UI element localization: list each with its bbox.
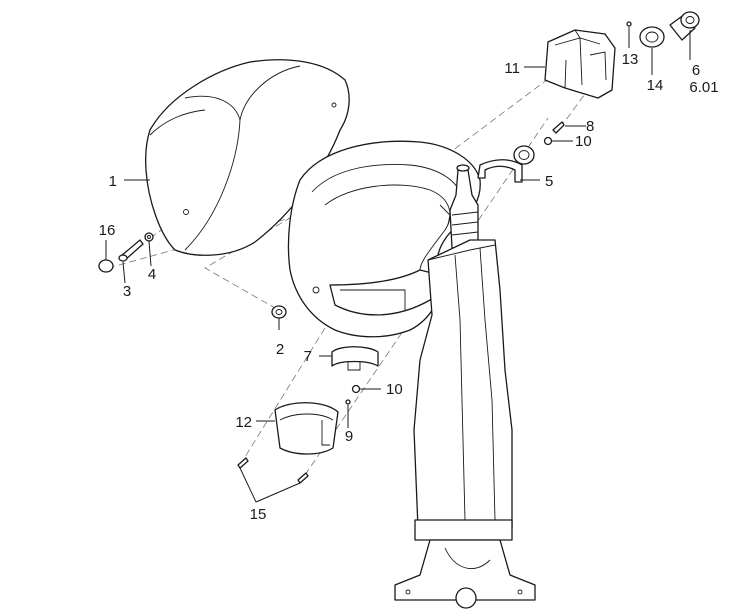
callout-6: 6 bbox=[692, 62, 700, 79]
part-6-fitting bbox=[669, 11, 700, 41]
callout-13: 13 bbox=[622, 51, 639, 68]
callout-16: 16 bbox=[99, 222, 116, 239]
callout-7: 7 bbox=[304, 348, 312, 365]
part-12-guard bbox=[274, 402, 339, 455]
part-3-screw bbox=[118, 239, 144, 262]
part-7-clamp bbox=[331, 346, 379, 371]
callout-8: 8 bbox=[586, 118, 594, 135]
callout-11: 11 bbox=[504, 60, 520, 77]
callout-1: 1 bbox=[109, 173, 117, 190]
part-5-bracket bbox=[477, 145, 535, 183]
pedestal-column bbox=[413, 239, 513, 541]
part-10-nut-upper bbox=[543, 136, 553, 146]
part-11-housing bbox=[544, 29, 616, 99]
callout-4: 4 bbox=[148, 266, 156, 283]
part-16-cap bbox=[98, 259, 114, 273]
leader-lines bbox=[105, 27, 691, 503]
callout-9: 9 bbox=[345, 428, 353, 445]
part-10-nut-lower bbox=[351, 384, 361, 394]
callout-6-01: 6.01 bbox=[689, 79, 718, 96]
part-8-screw bbox=[552, 121, 565, 134]
callout-5: 5 bbox=[545, 173, 553, 190]
callout-3: 3 bbox=[123, 283, 131, 300]
part-2-grommet bbox=[271, 305, 287, 319]
part-13-pin bbox=[626, 21, 632, 27]
part-9-washer bbox=[345, 399, 351, 405]
callout-14: 14 bbox=[647, 77, 664, 94]
callout-10-upper: 10 bbox=[575, 133, 592, 150]
base-foot bbox=[394, 539, 536, 609]
callout-labels: 1 2 3 4 5 6 6.01 7 8 9 10 10 11 12 13 14… bbox=[99, 51, 719, 523]
callout-10-lower: 10 bbox=[386, 381, 403, 398]
callout-12: 12 bbox=[235, 414, 252, 431]
part-15-screws bbox=[237, 457, 309, 484]
part-4-washer bbox=[144, 232, 154, 242]
callout-2: 2 bbox=[276, 341, 284, 358]
part-14-ring bbox=[639, 26, 665, 48]
callout-15: 15 bbox=[250, 506, 267, 523]
